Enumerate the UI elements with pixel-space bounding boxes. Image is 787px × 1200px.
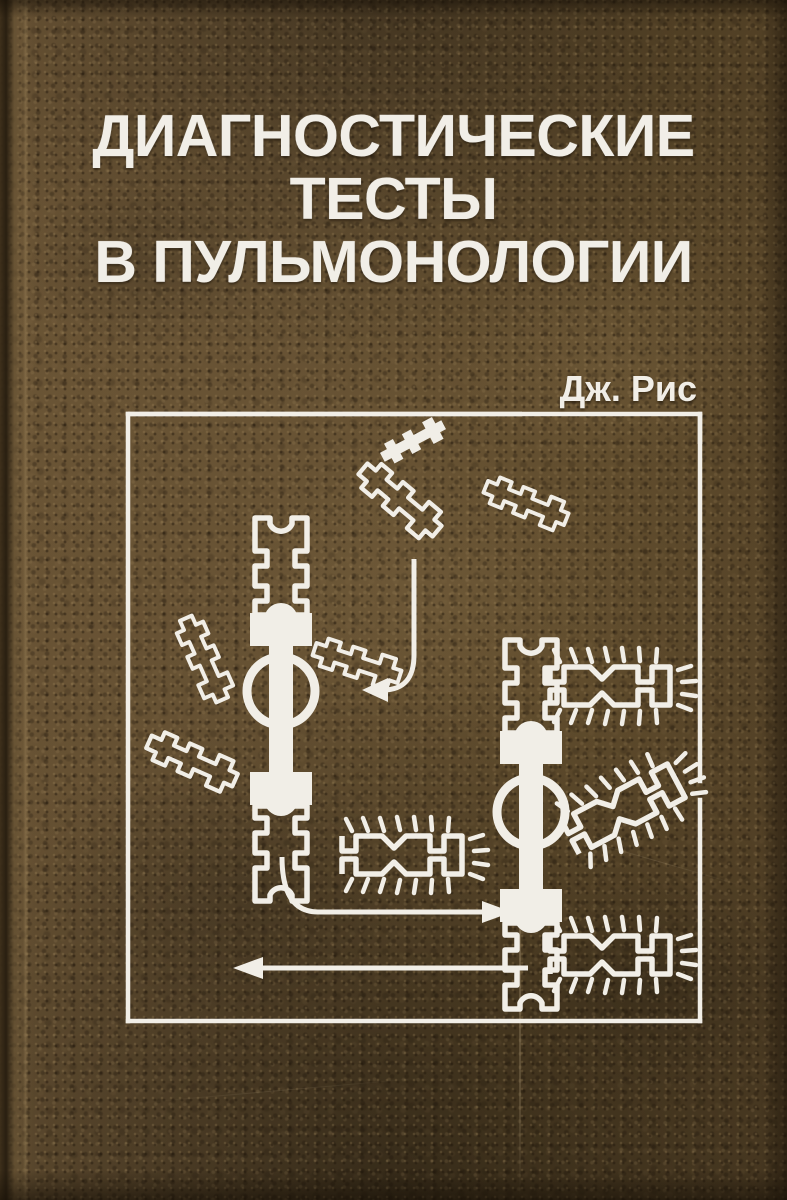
title-line-1: ДИАГНОСТИЧЕСКИЕ bbox=[92, 103, 695, 169]
receptor-tower-left bbox=[242, 515, 320, 904]
cover-edge-right-shadow bbox=[761, 0, 787, 1200]
ligand-activated-center bbox=[339, 817, 488, 893]
arrow-curved-down-left bbox=[362, 559, 417, 702]
ligand-bound-upper bbox=[547, 648, 696, 724]
ligand-activated-free bbox=[552, 735, 717, 871]
arrow-curved-right bbox=[279, 856, 512, 923]
page-title: ДИАГНОСТИЧЕСКИЕ ТЕСТЫ В ПУЛЬМОНОЛОГИИ bbox=[0, 103, 787, 296]
cover-edge-bottom-shadow bbox=[0, 1170, 787, 1200]
ligand-bound-lower bbox=[547, 917, 696, 993]
book-spine-groove bbox=[0, 0, 34, 1200]
arrow-straight-left bbox=[233, 957, 528, 979]
cover-edge-top-shadow bbox=[0, 0, 787, 18]
author-name: Дж. Рис bbox=[559, 368, 697, 409]
title-line-3: В ПУЛЬМОНОЛОГИИ bbox=[94, 229, 693, 296]
book-spine-highlight bbox=[23, 0, 28, 1200]
title-line-2: ТЕСТЫ bbox=[289, 166, 498, 233]
